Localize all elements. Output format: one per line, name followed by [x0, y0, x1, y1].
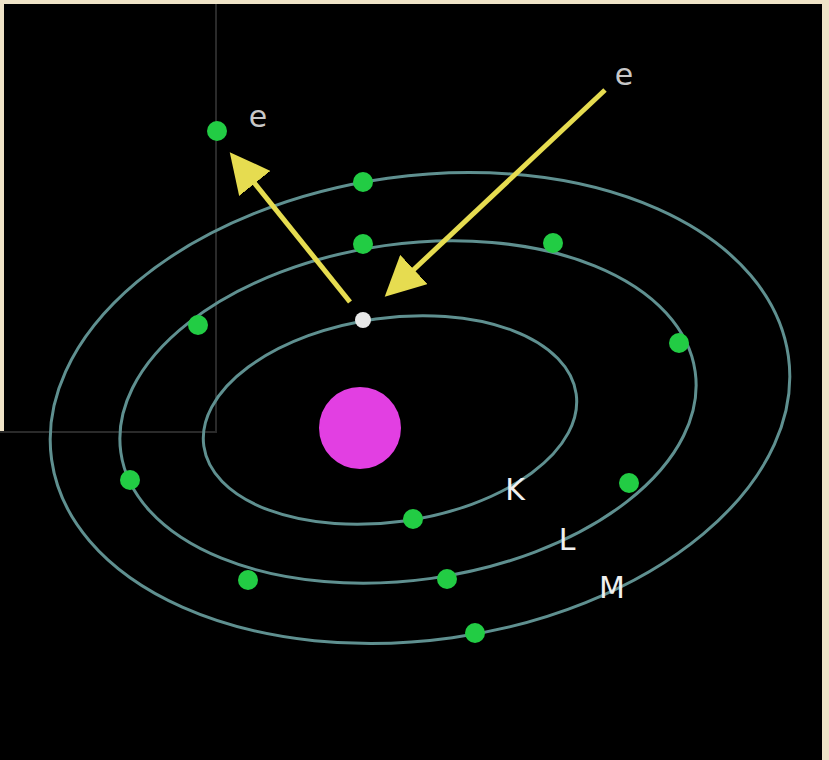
panel-edge: [0, 4, 216, 432]
vacancy: [355, 312, 371, 328]
electron-label: e: [615, 60, 633, 90]
nucleus: [319, 387, 401, 469]
electron-shells: [19, 126, 820, 689]
electron-paths: [236, 90, 605, 302]
electron-label: e: [249, 102, 267, 132]
black-panel: [0, 432, 216, 760]
shell-label: K: [505, 475, 525, 505]
shell-label: M: [599, 573, 625, 603]
shell-label: L: [559, 525, 576, 555]
electrons: [120, 121, 689, 643]
